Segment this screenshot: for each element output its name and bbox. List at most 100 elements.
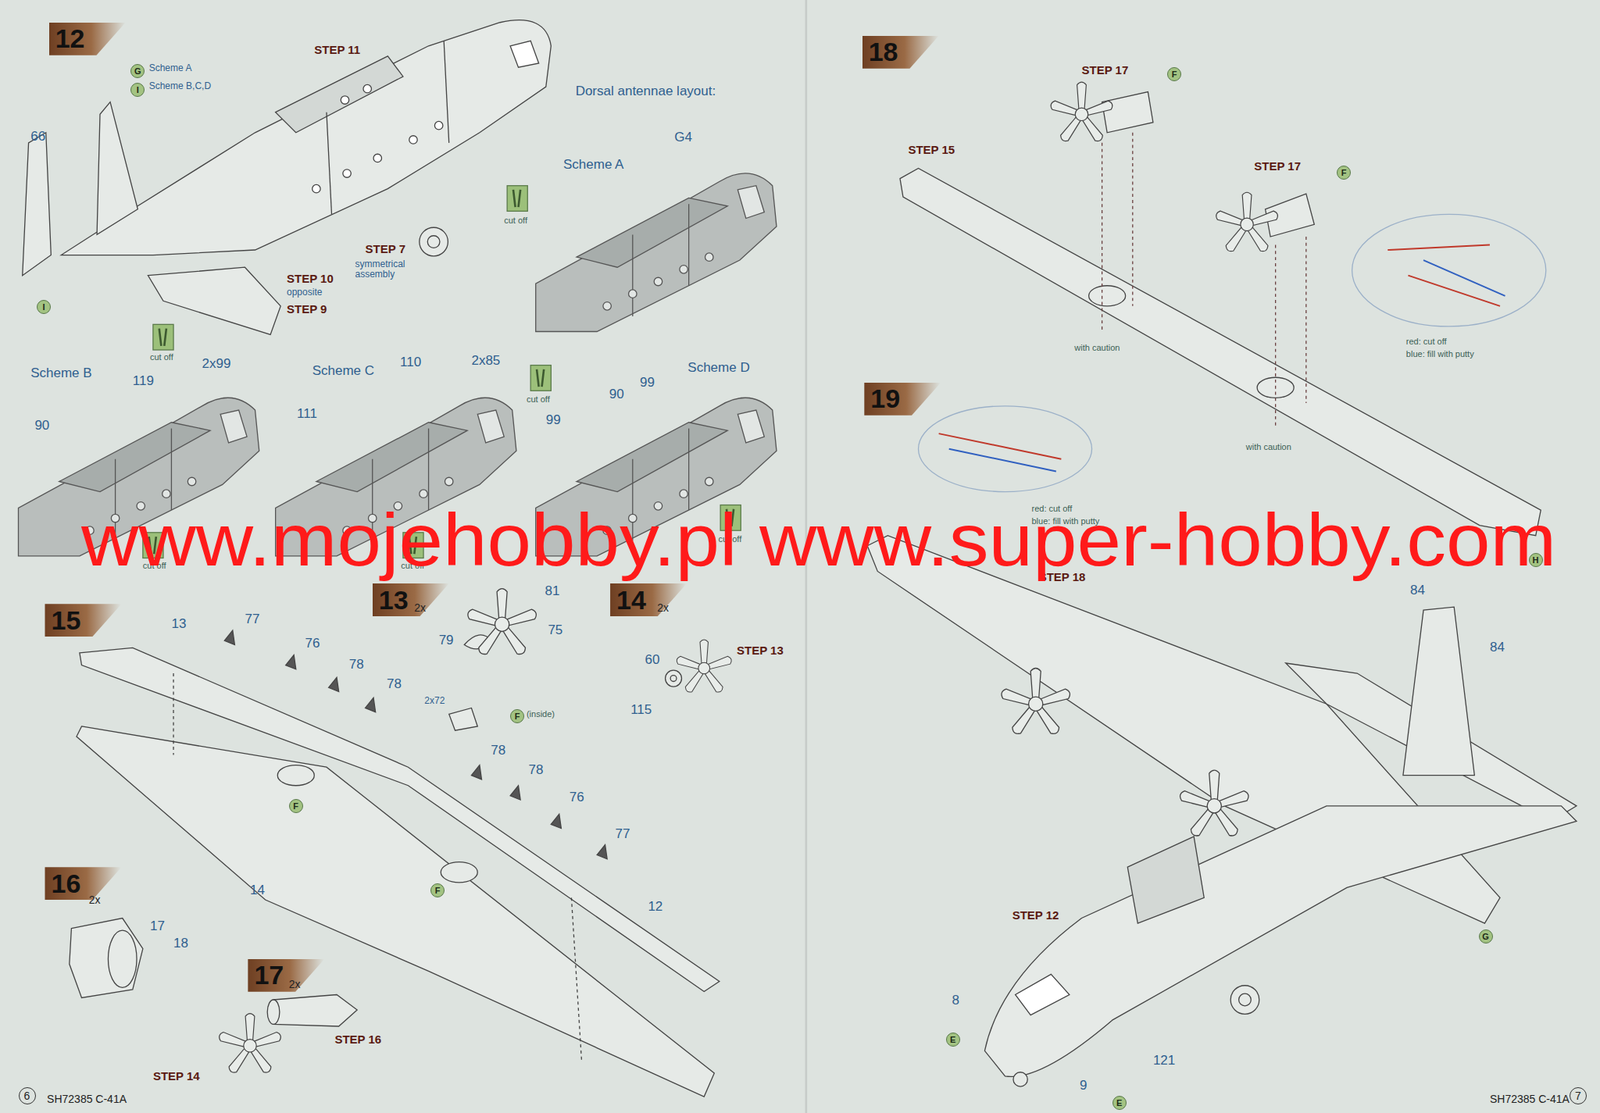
note-text: opposite: [286, 287, 322, 298]
callout-number: 77: [615, 827, 631, 843]
step-badge: 16: [44, 867, 122, 900]
callout-number: 18: [173, 936, 189, 952]
node-text: 6: [24, 1089, 31, 1103]
callout-number: 76: [305, 636, 321, 652]
callout-number: 66: [30, 129, 46, 145]
note-text: Scheme B,C,D: [149, 81, 211, 92]
node-text: 12: [55, 23, 86, 54]
scheme-heading: Scheme C: [312, 364, 375, 379]
callout-number: 12: [647, 900, 663, 915]
node-text: F: [435, 885, 441, 896]
node-text: 19: [870, 383, 900, 415]
node-text: 7: [1575, 1089, 1582, 1103]
step-badge: 13: [372, 583, 450, 617]
callout-number: 115: [630, 703, 652, 718]
node-text: 14: [616, 585, 647, 616]
part-sprue-letter: F: [289, 799, 304, 814]
scheme-heading: Scheme B: [30, 366, 92, 382]
node-text: F: [292, 801, 299, 811]
part-sprue-letter: E: [1112, 1096, 1127, 1111]
callout-number: 2x85: [471, 353, 500, 369]
callout-number: 75: [547, 623, 563, 639]
step-badge: 14: [610, 583, 687, 617]
callout-number: 81: [544, 584, 560, 600]
step-reference: STEP 11: [314, 43, 361, 58]
note-text: cut off: [526, 394, 550, 404]
part-sprue-letter: E: [946, 1032, 961, 1047]
part-sprue-letter: I: [36, 300, 51, 315]
callout-number: 13: [171, 617, 186, 633]
callout-number: 78: [490, 743, 506, 759]
step-reference: STEP 13: [736, 644, 784, 658]
step-reference: STEP 17: [1081, 64, 1129, 78]
sheet-text: 2x: [89, 894, 101, 907]
callout-number: 78: [349, 657, 365, 673]
step-badge: 17: [247, 959, 325, 993]
step-reference: STEP 7: [365, 242, 406, 257]
node-text: I: [136, 85, 140, 95]
step-badge: 12: [49, 22, 126, 56]
note-text: symmetrical assembly: [355, 259, 419, 280]
node-text: G: [1482, 932, 1490, 942]
part-sprue-letter: G: [1478, 929, 1493, 944]
note-text: cut off: [150, 352, 174, 362]
callout-number: 78: [528, 763, 544, 779]
node-text: E: [950, 1035, 956, 1045]
part-sprue-letter: G: [130, 64, 145, 79]
note-text: blue: fill with putty: [1406, 349, 1475, 359]
part-sprue-letter: F: [1336, 165, 1351, 180]
note-text: with caution: [1074, 342, 1120, 353]
node-text: 16: [50, 868, 81, 900]
callout-number: 84: [1489, 640, 1505, 656]
callout-number: 76: [569, 790, 585, 806]
step-badge: 15: [44, 603, 122, 637]
node-text: F: [1171, 69, 1178, 79]
note-text: red: cut off: [1406, 336, 1447, 347]
note-text: (inside): [526, 709, 555, 719]
node-text: F: [514, 711, 521, 722]
sheet-text: 2x: [657, 602, 669, 615]
note-text: with caution: [1246, 442, 1292, 452]
step-reference: STEP 12: [1012, 909, 1060, 923]
step-reference: STEP 9: [286, 303, 327, 317]
part-sprue-letter: I: [130, 82, 145, 97]
node-text: F: [1341, 167, 1347, 178]
part-sprue-letter: F: [510, 709, 525, 724]
callout-number: 99: [639, 375, 655, 391]
watermark: www.mojehobby.pl www.super-hobby.com: [81, 500, 1557, 581]
callout-number: 99: [546, 413, 561, 429]
node-text: I: [42, 302, 45, 312]
note-text: Scheme A: [149, 63, 193, 74]
node-text: 17: [253, 960, 284, 991]
sheet-text: SH72385 C-41A: [1489, 1093, 1570, 1106]
callout-number: 84: [1410, 583, 1425, 599]
callout-number: 77: [244, 612, 260, 628]
callout-number: 60: [644, 653, 660, 668]
step-reference: STEP 14: [153, 1070, 200, 1084]
callout-number: 111: [296, 407, 318, 422]
callout-number: 121: [1153, 1053, 1175, 1069]
scheme-heading: Scheme A: [563, 157, 625, 173]
callout-number: 79: [439, 633, 454, 649]
node-text: G: [134, 66, 142, 76]
node-text: 15: [50, 605, 81, 636]
step-reference: STEP 10: [286, 272, 334, 286]
note-text: 2x72: [424, 696, 445, 707]
callout-number: 14: [250, 883, 265, 899]
sheet-text: 2x: [289, 978, 301, 991]
step-reference: STEP 17: [1253, 160, 1301, 174]
page-number: 6: [18, 1087, 36, 1105]
scheme-heading: Scheme D: [687, 360, 750, 376]
node-text: 18: [868, 36, 899, 68]
sheet-text: 2x: [414, 602, 426, 615]
step-badge: 19: [864, 382, 941, 416]
step-reference: STEP 16: [334, 1033, 382, 1047]
node-text: E: [1116, 1098, 1122, 1108]
callout-number: 9: [1079, 1078, 1087, 1094]
sheet-text: SH72385 C-41A: [46, 1093, 127, 1106]
callout-number: 78: [386, 677, 402, 693]
callout-number: 119: [132, 374, 154, 390]
step-badge: 18: [862, 35, 940, 69]
callout-number: 17: [150, 919, 165, 935]
